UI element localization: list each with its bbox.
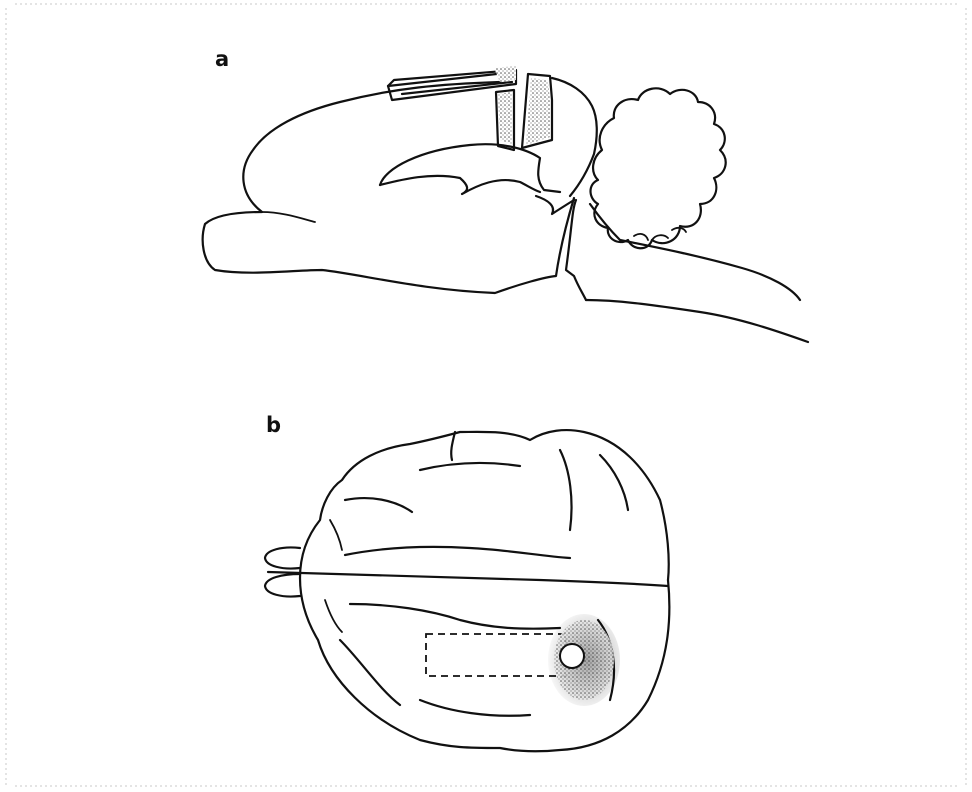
- slot-lesion-stipple: [494, 66, 516, 82]
- sulcus-upper-1: [345, 547, 570, 558]
- posterior-cortex: [552, 78, 597, 196]
- sulcus-lower-2: [340, 640, 400, 705]
- olfactory-bulb-lower: [265, 574, 300, 597]
- coronal-cut-front-stipple: [498, 92, 512, 144]
- hippocampus-curve: [380, 144, 560, 192]
- hemisphere-upper-outline: [300, 430, 669, 580]
- sulcus-upper-2: [420, 463, 520, 470]
- panel-a-label: a: [215, 47, 229, 71]
- olfactory-edge: [262, 212, 315, 222]
- thalamus-curve: [380, 176, 540, 194]
- panel-b: b: [265, 413, 669, 751]
- injection-site-circle: [560, 644, 584, 668]
- sulcus-upper-6: [600, 455, 628, 510]
- coronal-cut-back-stipple: [526, 78, 550, 145]
- sulcus-lower-5: [325, 600, 342, 632]
- midline-fissure: [268, 572, 668, 586]
- medulla-top: [590, 204, 800, 300]
- sulcus-lower-1: [350, 604, 560, 629]
- medulla-bottom: [586, 300, 808, 342]
- sulcus-upper-7: [330, 520, 342, 550]
- cerebellum-outline: [591, 88, 726, 248]
- midbrain-outline: [536, 196, 574, 214]
- sulcus-lower-3: [420, 700, 530, 716]
- sulcus-upper-4: [451, 432, 455, 460]
- panel-b-label: b: [266, 413, 281, 437]
- cerebrum-outline: [203, 82, 574, 293]
- sulcus-upper-3: [560, 450, 572, 530]
- cannula-track-outline: [426, 634, 566, 676]
- panel-a: a: [203, 47, 808, 342]
- sulcus-upper-5: [345, 498, 412, 512]
- olfactory-bulb-upper: [265, 547, 300, 568]
